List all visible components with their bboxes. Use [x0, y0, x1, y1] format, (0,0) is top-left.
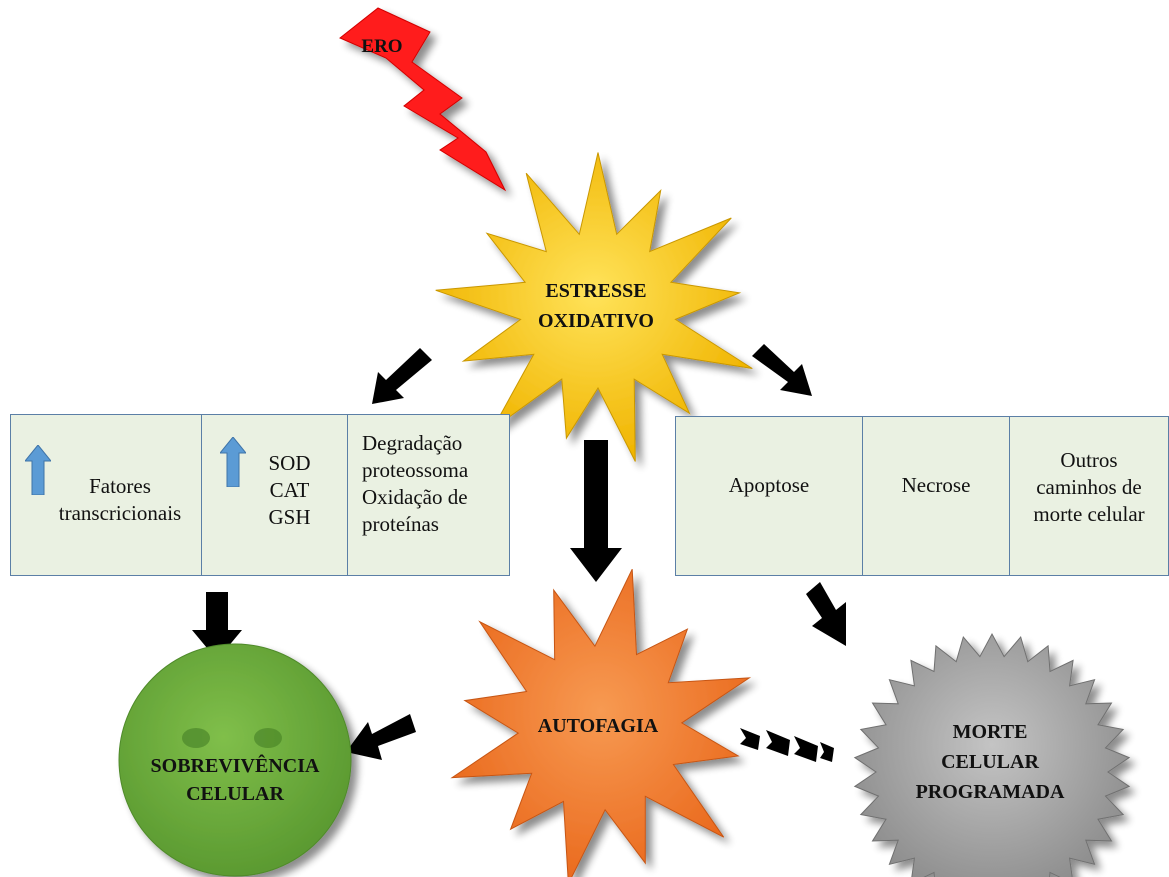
other-pathways-label: Outros caminhos de morte celular — [1033, 447, 1145, 526]
eye-dot-left — [182, 728, 210, 748]
cell-survival-circle — [118, 643, 352, 877]
up-arrow-icon — [220, 437, 246, 487]
death-pathway-box: Apoptose Necrose Outros caminhos de mort… — [675, 416, 1169, 576]
death-cell-apoptosis: Apoptose — [676, 417, 862, 575]
antioxidants-label: SOD CAT GSH — [268, 450, 311, 529]
defense-cell-degradation: Degradação proteossoma Oxidação de prote… — [347, 415, 509, 575]
defense-response-box: Fatores transcricionais SOD CAT GSH Degr… — [10, 414, 510, 576]
death-label-line2: CELULAR — [941, 751, 1039, 773]
autophagy-label: AUTOFAGIA — [538, 715, 659, 737]
up-arrow-icon — [25, 445, 51, 495]
ero-label: ERO — [361, 36, 402, 57]
death-cell-necrosis: Necrose — [862, 417, 1009, 575]
survival-label-line2: CELULAR — [186, 783, 284, 805]
death-cell-other-pathways: Outros caminhos de morte celular — [1009, 417, 1168, 575]
star-shape — [450, 568, 752, 877]
oxidative-stress-star — [435, 152, 753, 462]
arrow-autophagy-to-survival — [346, 714, 416, 760]
arrow-to-death-box — [752, 344, 812, 396]
defense-cell-transcription-factors: Fatores transcricionais — [11, 415, 201, 575]
arrow-to-defense-box — [372, 348, 432, 404]
death-label-line1: MORTE — [953, 721, 1028, 743]
arrow-to-survival — [192, 592, 242, 660]
necrosis-label: Necrose — [901, 472, 971, 497]
stress-label-line1: ESTRESSE — [545, 280, 646, 302]
survival-label-line1: SOBREVIVÊNCIA — [151, 753, 320, 777]
arrow-to-autophagy — [570, 440, 622, 582]
degradation-label: Degradação proteossoma Oxidação de prote… — [362, 431, 469, 536]
star-shape — [853, 632, 1131, 877]
eye-dot-right — [254, 728, 282, 748]
lightning-shape — [339, 7, 507, 192]
chevrons-to-programmed-death — [740, 728, 834, 762]
transcription-factors-label: Fatores transcricionais — [58, 474, 182, 525]
arrow-to-programmed-death — [806, 582, 846, 646]
apoptosis-label: Apoptose — [728, 472, 810, 497]
stress-label-line2: OXIDATIVO — [538, 310, 654, 332]
ero-lightning-bolt — [339, 7, 507, 192]
programmed-death-star — [853, 632, 1131, 877]
defense-cell-antioxidants: SOD CAT GSH — [201, 415, 347, 575]
death-label-line3: PROGRAMADA — [916, 781, 1065, 803]
star-shape — [435, 152, 753, 462]
autophagy-star — [450, 568, 752, 877]
